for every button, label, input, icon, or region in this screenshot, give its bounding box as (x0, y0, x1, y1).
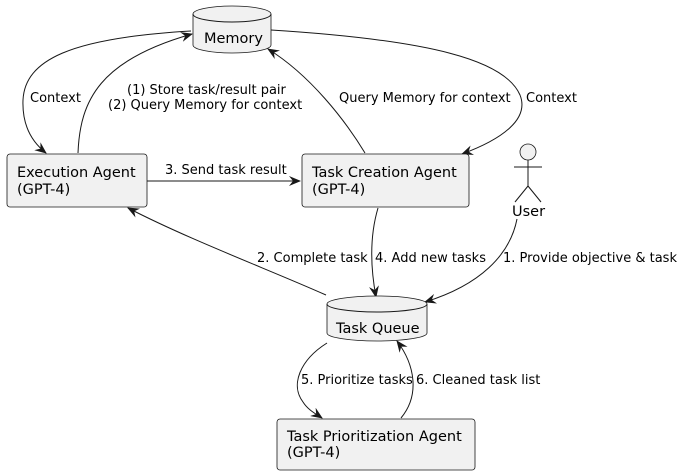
memory-label: Memory (204, 31, 263, 47)
edge-creation-to-queue (369, 207, 379, 298)
memory-database: Memory (192, 5, 272, 54)
task-creation-agent-title: Task Creation Agent (311, 165, 457, 181)
task-creation-agent-node: Task Creation Agent (GPT-4) (301, 153, 470, 208)
task-prioritization-agent-title: Task Prioritization Agent (286, 429, 462, 445)
label-prioritization-to-queue: 6. Cleaned task list (416, 373, 540, 388)
label-queue-to-prioritization: 5. Prioritize tasks (301, 373, 413, 388)
label-memory-to-execution: Context (30, 91, 81, 106)
task-creation-agent-model: (GPT-4) (312, 182, 365, 198)
user-actor: User (512, 143, 545, 220)
edge-queue-to-execution (127, 207, 327, 296)
label-queue-to-execution: 2. Complete task (257, 251, 368, 266)
edge-execution-to-memory (77, 32, 193, 154)
edge-memory-to-execution (22, 30, 192, 154)
edge-queue-to-prioritization (296, 342, 328, 419)
task-prioritization-agent-node: Task Prioritization Agent (GPT-4) (276, 418, 476, 471)
label-creation-to-queue: 4. Add new tasks (375, 251, 486, 266)
edge-user-to-queue (424, 218, 518, 304)
edge-prioritization-to-queue (396, 340, 414, 419)
execution-agent-model: (GPT-4) (17, 182, 70, 198)
label-user-to-queue: 1. Provide objective & task (503, 251, 677, 266)
label-execution-to-creation: 3. Send task result (165, 163, 287, 178)
label-creation-to-memory: Query Memory for context (339, 91, 511, 106)
label-execution-to-memory-line1: (1) Store task/result pair (127, 83, 287, 98)
edge-memory-to-creation (270, 29, 523, 155)
label-execution-to-memory-line2: (2) Query Memory for context (108, 98, 302, 113)
user-actor-icon (519, 143, 537, 161)
task-queue-label: Task Queue (335, 321, 420, 337)
edge-creation-to-memory (267, 48, 366, 154)
task-prioritization-agent-model: (GPT-4) (287, 445, 340, 461)
label-memory-to-creation: Context (526, 91, 577, 106)
task-queue-database: Task Queue (326, 295, 428, 342)
execution-agent-node: Execution Agent (GPT-4) (6, 153, 148, 208)
user-label: User (512, 204, 545, 220)
execution-agent-title: Execution Agent (17, 165, 136, 181)
